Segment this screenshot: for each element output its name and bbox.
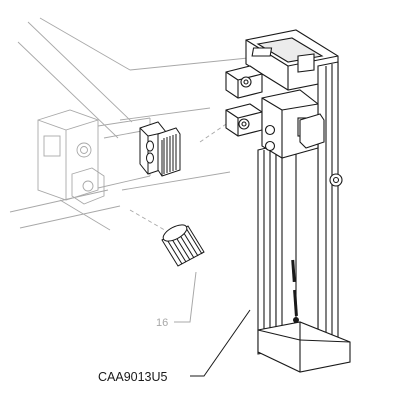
item-number-callout: 16	[156, 317, 168, 329]
rail-engraving	[291, 259, 299, 323]
item-16-leader	[174, 271, 197, 323]
slide-body-part	[245, 29, 351, 373]
clamp-block-part	[225, 65, 325, 159]
ghost-mounting-structure	[9, 17, 249, 237]
thumbscrew-part	[139, 121, 181, 177]
set-screw-part	[161, 224, 205, 267]
part-number-leader	[190, 309, 251, 377]
leader-lines	[174, 271, 251, 377]
part-number-callout: CAA9013U5	[98, 370, 168, 384]
